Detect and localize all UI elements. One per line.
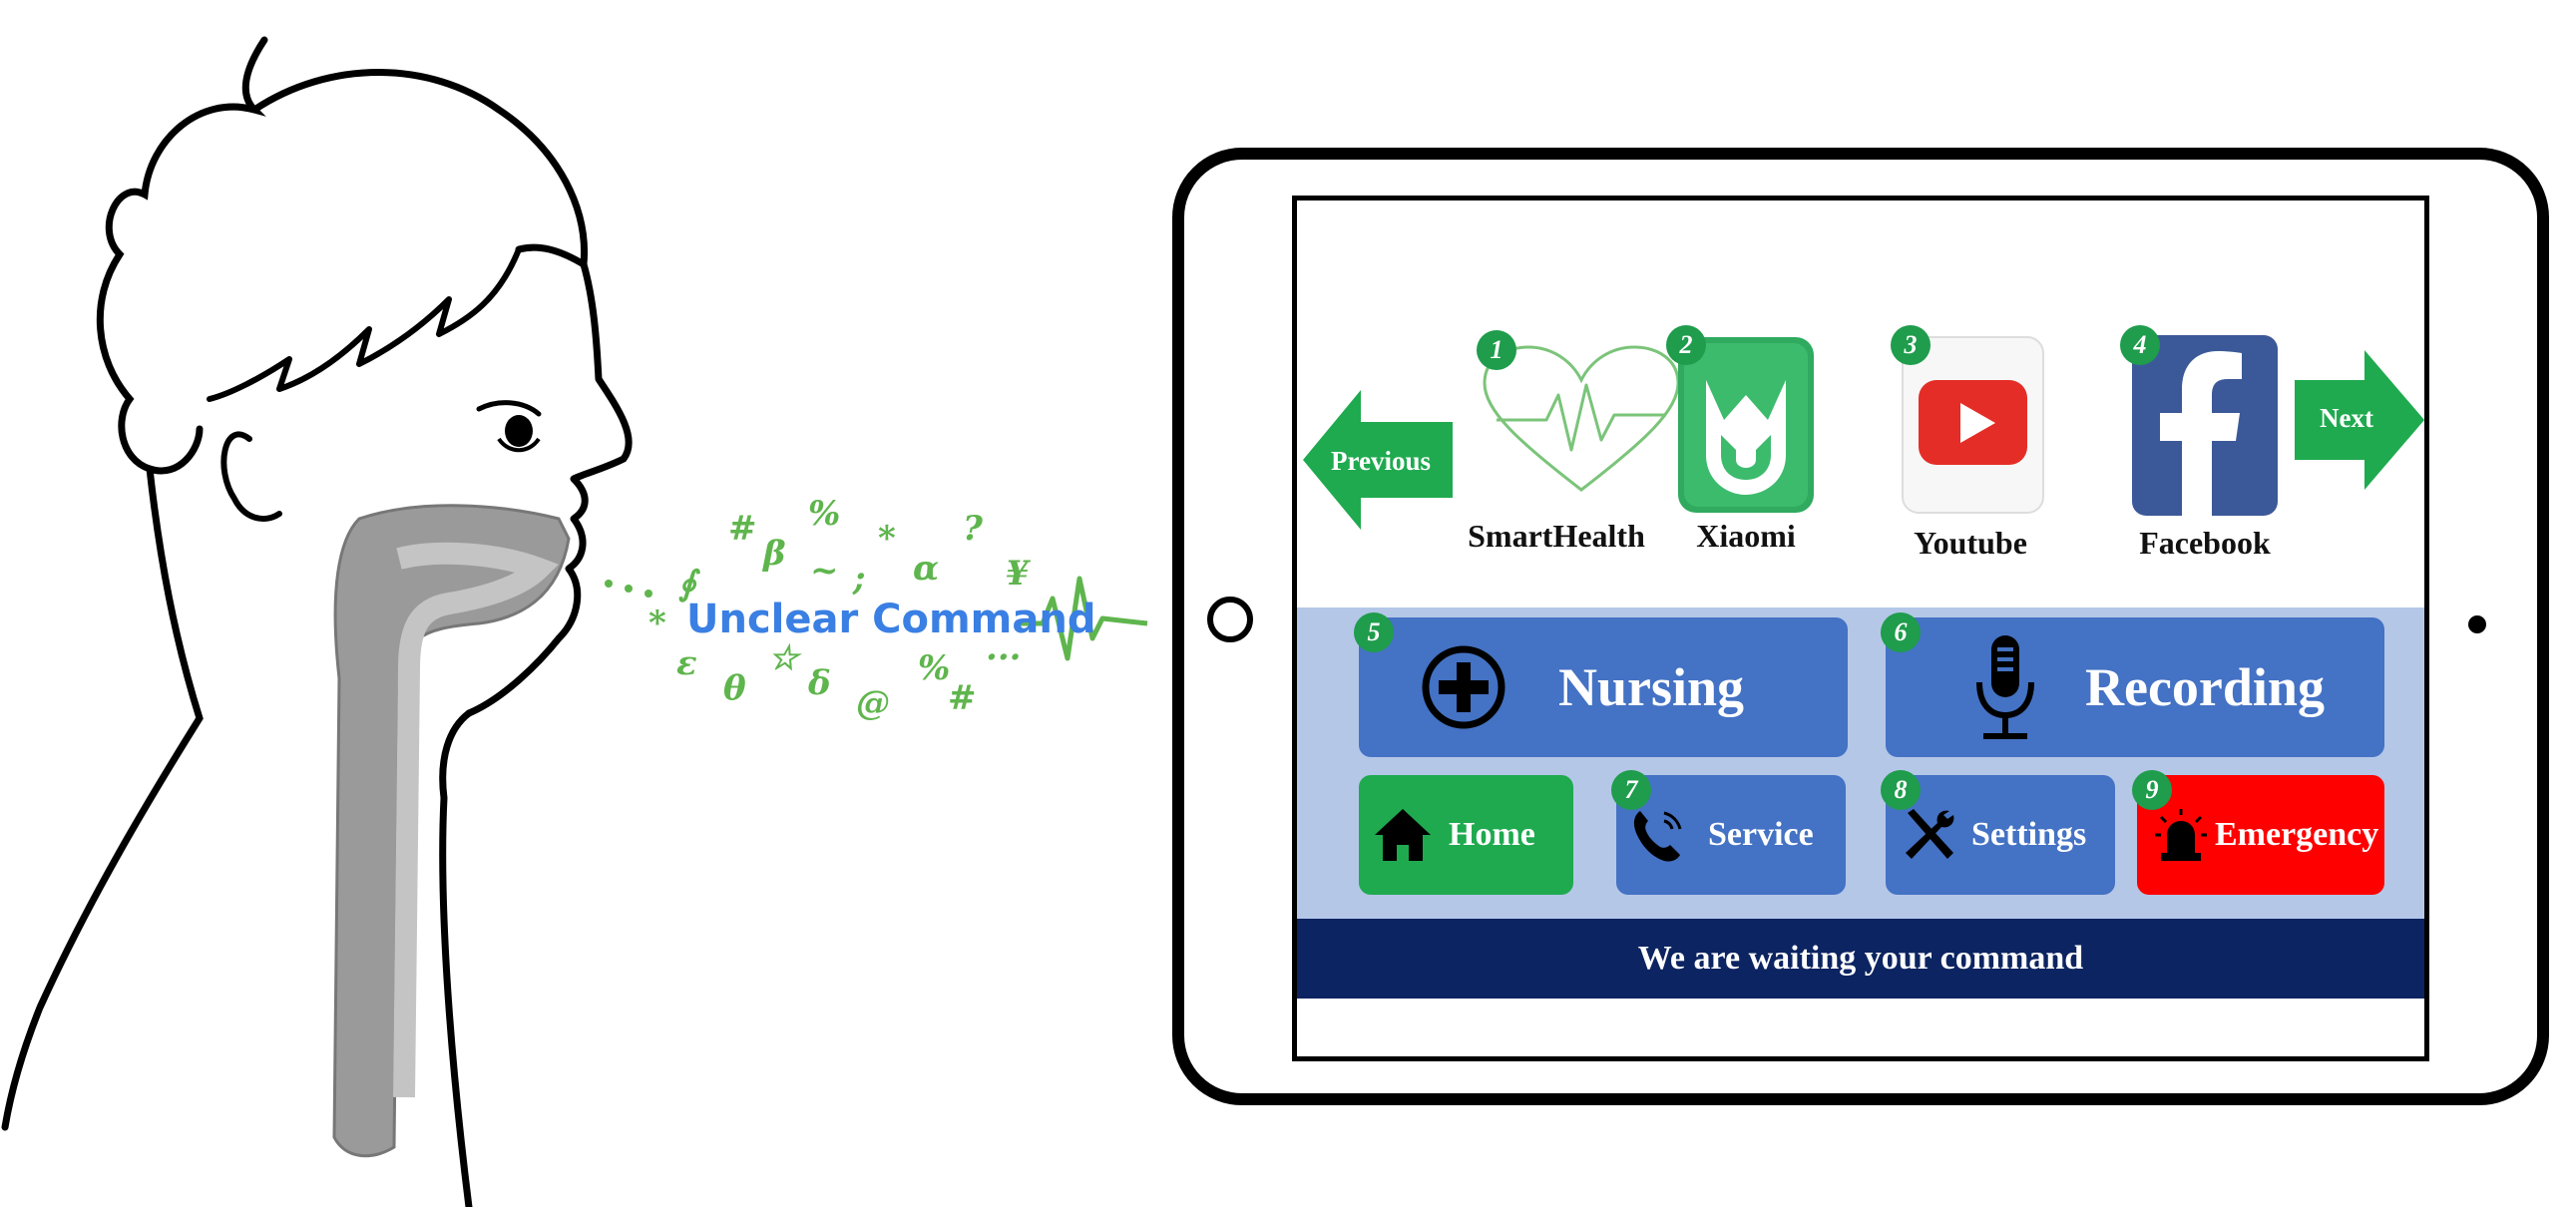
tablet-home-button[interactable]: [1207, 597, 1253, 642]
next-label: Next: [2320, 403, 2373, 433]
garbled-symbol: ¥: [1006, 554, 1030, 594]
garbled-symbol: ...: [986, 628, 1022, 668]
tablet-screen: Previous Next 1 SmartHealth 2 Xiaomi 3 Y…: [1292, 196, 2429, 1061]
siren-icon: [2155, 809, 2207, 861]
tools-icon: [1906, 809, 1954, 859]
app-smarthealth[interactable]: 1: [1477, 330, 1696, 560]
plus-circle-icon: [1422, 645, 1505, 729]
facebook-icon: [2132, 335, 2278, 516]
app-number-badge: 2: [1666, 325, 1706, 365]
button-number-badge: 8: [1881, 770, 1921, 810]
app-label-youtube: Youtube: [1914, 525, 2027, 561]
previous-arrow-button[interactable]: [1303, 390, 1453, 530]
status-message: We are waiting your command: [1637, 940, 2084, 977]
recording-button[interactable]: Recording: [1886, 617, 2384, 757]
button-number-badge: 5: [1354, 612, 1394, 652]
app-youtube[interactable]: 3: [1891, 325, 2050, 515]
app-xiaomi[interactable]: 2: [1666, 325, 1826, 515]
button-number-badge: 9: [2132, 770, 2172, 810]
service-button[interactable]: Service: [1616, 775, 1846, 895]
app-number-badge: 4: [2120, 325, 2160, 365]
garbled-symbol: ;: [853, 559, 866, 599]
xiaomi-icon: [1678, 337, 1814, 513]
garbled-symbol: *: [878, 519, 896, 559]
emergency-button[interactable]: Emergency: [2137, 775, 2384, 895]
garbled-symbol: θ: [723, 668, 746, 708]
microphone-icon: [1976, 635, 2034, 739]
garbled-symbol: β: [763, 534, 786, 574]
garbled-symbol: ~: [810, 551, 839, 591]
garbled-symbol: @: [856, 683, 890, 723]
tablet-camera-dot: [2468, 615, 2486, 633]
app-label-smarthealth: SmartHealth: [1468, 518, 1645, 554]
status-bar: We are waiting your command: [1297, 919, 2424, 999]
home-button[interactable]: Home: [1359, 775, 1573, 895]
garbled-symbol: ☆: [768, 638, 799, 678]
garbled-symbol: ε: [676, 643, 697, 683]
garbled-symbol: %: [918, 648, 951, 688]
phone-icon: [1633, 811, 1682, 862]
app-number-badge: 1: [1477, 330, 1516, 370]
emergency-label: Emergency: [2215, 816, 2379, 853]
home-icon: [1375, 809, 1431, 861]
app-number-badge: 3: [1891, 325, 1931, 365]
garbled-symbol: ∮: [678, 564, 696, 604]
previous-label: Previous: [1331, 446, 1431, 476]
garbled-symbol: #: [728, 509, 757, 549]
youtube-icon: [1902, 336, 2044, 514]
home-label: Home: [1449, 816, 1535, 853]
button-number-badge: 7: [1611, 770, 1651, 810]
settings-label: Settings: [1971, 816, 2087, 853]
garbled-symbol: #: [948, 678, 977, 718]
person-illustration: [1, 36, 1148, 1207]
garbled-symbol: %: [808, 494, 841, 534]
unclear-command-label: Unclear Command: [686, 597, 1096, 642]
garbled-symbol: δ: [808, 663, 831, 703]
settings-button[interactable]: Settings: [1886, 775, 2115, 895]
heart-pulse-icon: [1483, 345, 1680, 492]
nursing-button[interactable]: Nursing: [1359, 617, 1848, 757]
app-label-facebook: Facebook: [2139, 525, 2271, 561]
garbled-symbol: α: [913, 549, 940, 589]
garbled-symbol: ?: [963, 509, 983, 549]
button-number-badge: 6: [1881, 612, 1921, 652]
service-label: Service: [1708, 816, 1814, 853]
nursing-label: Nursing: [1558, 657, 1745, 717]
control-panel: Nursing 5 Recording 6 Home: [1297, 607, 2424, 919]
next-arrow-button[interactable]: [2295, 350, 2424, 490]
garbled-symbol: *: [648, 604, 666, 643]
recording-label: Recording: [2085, 657, 2325, 717]
app-facebook[interactable]: 4: [2120, 325, 2280, 516]
app-label-xiaomi: Xiaomi: [1696, 518, 1796, 554]
